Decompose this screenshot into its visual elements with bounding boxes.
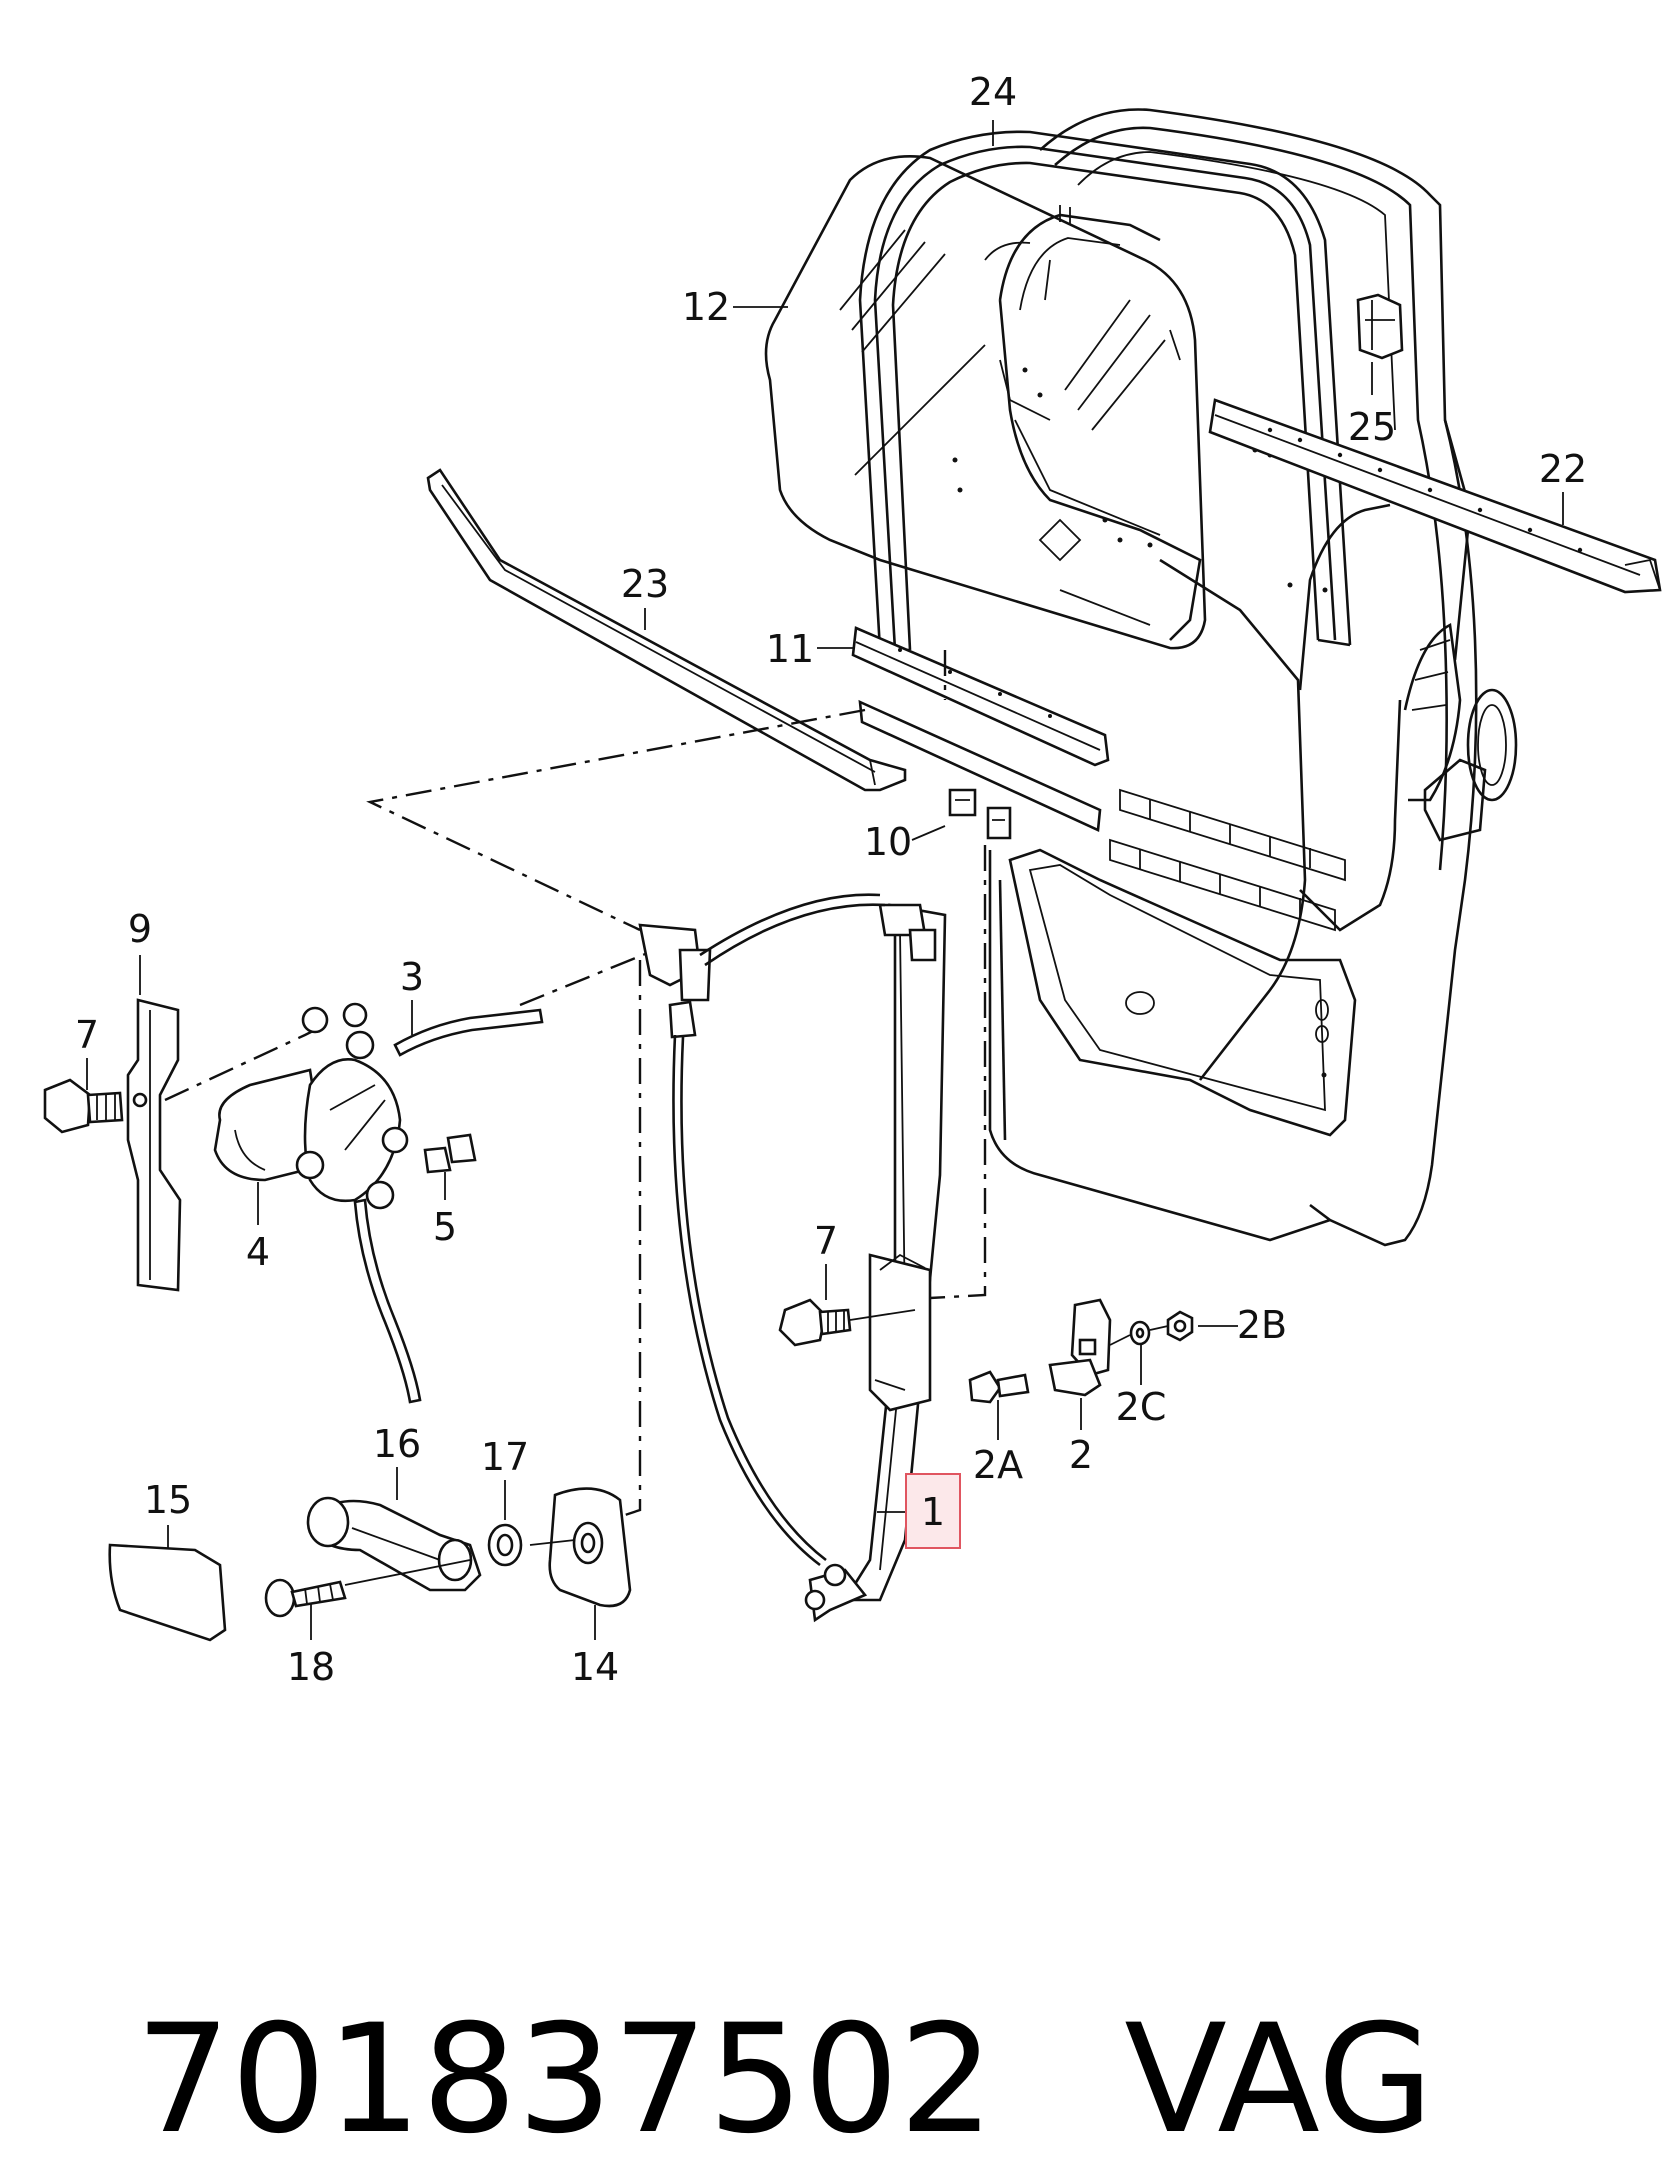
callout-24: 24: [969, 70, 1017, 114]
callout-3: 3: [400, 955, 424, 999]
crank-handle-16: [306, 1496, 482, 1592]
window-glass: [764, 155, 1207, 650]
door-louvres: [1109, 788, 1346, 932]
bolt-7-left: [43, 1078, 124, 1134]
inner-seal-strip-11: [851, 626, 1110, 767]
lock-bracket-2: [1048, 1298, 1112, 1397]
outer-seal-strip: [426, 468, 907, 792]
bracket-9: [126, 998, 182, 1292]
callout-17: 17: [481, 1435, 529, 1479]
window-regulator: [638, 893, 947, 1623]
bolt-2A: [968, 1370, 1030, 1404]
window-channel-seal: [858, 130, 1352, 652]
callout-7-regulator: 7: [814, 1219, 838, 1263]
part-number: 701837502: [135, 1993, 995, 2167]
callout-15: 15: [144, 1478, 192, 1522]
brand-name: VAG: [1124, 1993, 1434, 2167]
callout-5: 5: [433, 1205, 457, 1249]
callout-22: 22: [1539, 447, 1587, 491]
screw-18: [264, 1578, 347, 1618]
clip-part-25: [1356, 293, 1404, 360]
bushing-14: [344, 1487, 632, 1608]
door-shell: [952, 108, 1518, 1247]
callout-1: 1: [921, 1490, 945, 1534]
nut-2B: [1166, 1310, 1194, 1342]
callout-2A: 2A: [973, 1443, 1023, 1487]
washer-2C: [1129, 1320, 1151, 1346]
handle-cover-15: [108, 1543, 227, 1642]
callout-23: 23: [621, 562, 669, 606]
callout-16: 16: [373, 1422, 421, 1466]
washer-17: [487, 1523, 523, 1567]
door-reinforcement-bar: [1208, 398, 1662, 594]
callout-1-highlight: 1: [905, 1473, 961, 1549]
callout-2C: 2C: [1116, 1385, 1167, 1429]
callout-labels: 24 12 25 22 23 11 10 9 3 7 4 5 7 2B 2C 2…: [75, 70, 1587, 1689]
leader-lines: [86, 120, 1564, 1640]
callout-12: 12: [682, 285, 730, 329]
bolt-7-regulator: [778, 1298, 916, 1347]
window-motor: [213, 1002, 544, 1404]
callout-11: 11: [766, 627, 814, 671]
callout-10: 10: [864, 820, 912, 864]
exploded-parts-diagram: 24 12 25 22 23 11 10 9 3 7 4 5 7 2B 2C 2…: [43, 70, 1662, 1689]
screw-5: [423, 1133, 477, 1174]
callout-2: 2: [1069, 1433, 1093, 1477]
callout-4: 4: [246, 1230, 270, 1274]
callout-18: 18: [287, 1645, 335, 1689]
guide-rail-10: [858, 699, 1102, 840]
callout-25: 25: [1348, 405, 1396, 449]
callout-9: 9: [128, 907, 152, 951]
part-number-footer: 701837502 VAG: [40, 1810, 1640, 2167]
callout-2B: 2B: [1237, 1303, 1287, 1347]
callout-14: 14: [571, 1645, 619, 1689]
callout-7-left: 7: [75, 1013, 99, 1057]
